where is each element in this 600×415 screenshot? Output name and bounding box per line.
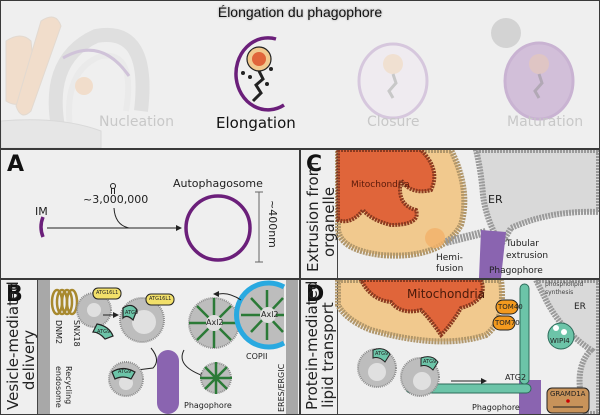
atg9-protein-a [372, 348, 391, 363]
stage-illustrations [1, 16, 575, 148]
tom40-label: TOM40 [498, 303, 523, 311]
hemifusion [425, 228, 445, 248]
panel-a-letter: A [7, 152, 25, 177]
arrow-head-icon [176, 225, 182, 231]
snx18-rings [50, 288, 79, 316]
atg16l1-label-b: ATG16L1 [149, 296, 172, 302]
elongation-illustration [234, 36, 285, 112]
recycling-endosome-label: Recycling endosome [54, 366, 73, 408]
mitochondria-inner [336, 150, 437, 228]
count-label: ~3,000,000 [83, 193, 149, 206]
wipi4 [547, 322, 575, 350]
panel-c-letter: C [306, 152, 323, 177]
tom70-label: TOM70 [495, 319, 520, 327]
autophagosome-circle [184, 194, 252, 262]
atg9-label-b: ATG9 [125, 310, 139, 316]
atg16l1-proteins [92, 287, 175, 306]
panel-d-letter: D [306, 282, 325, 307]
eres-label: ERES/ERGIC [277, 363, 286, 412]
panel-b-diagram [37, 280, 298, 414]
er [472, 150, 599, 251]
stage-label-maturation: Maturation [507, 114, 584, 130]
axl2-label-b: Axl2 [261, 310, 279, 319]
atg9-protein-b [420, 356, 439, 371]
panel-a: A IM ~3,000,000 Autophagosome ~400nm [1, 150, 299, 278]
phospholipid-label: phospholipid synthesis [545, 281, 584, 296]
er-label: ER [574, 302, 586, 312]
hemifusion-label: Hemi- fusion [436, 253, 464, 274]
panel-d-diagram [335, 280, 599, 414]
mitochondria-label: Mitochondria [407, 287, 486, 301]
size-label: ~400nm [266, 200, 279, 248]
panel-b: B Vesicle-mediated delivery [1, 280, 299, 414]
isolation-membrane [39, 216, 45, 238]
atg2-label: ATG2 [505, 373, 527, 382]
stage-label-nucleation: Nucleation [99, 114, 174, 130]
tubular-label: Tubular extrusion [506, 239, 549, 261]
panel-b-letter: B [6, 282, 23, 307]
phagophore [157, 350, 179, 414]
endosome-membrane [38, 280, 50, 414]
dnm2-label: DNM2 [54, 320, 63, 345]
lipid-icon [110, 183, 116, 189]
axl2-label-a: Axl2 [206, 318, 224, 327]
tom70 [492, 315, 516, 331]
wipi4-label: WIPI4 [550, 337, 570, 345]
stage-banner: Élongation du phagophore Nucleation Elon… [1, 1, 599, 148]
atg16l1-label-a: ATG16L1 [96, 290, 119, 296]
phagophore [479, 230, 506, 278]
snx18-label: SNX18 [72, 320, 81, 347]
phagophore-label: Phagophore [184, 401, 232, 410]
panel-c-diagram [335, 150, 599, 278]
panel-a-diagram [39, 183, 263, 263]
copii-label: COPII [246, 352, 268, 361]
mitochondria-inner [358, 280, 485, 339]
stage-label-closure: Closure [367, 114, 420, 130]
closure-illustration [357, 42, 429, 120]
atg9-label-b: ATG9 [423, 359, 437, 365]
stage-label-elongation: Elongation [216, 114, 296, 132]
er-label: ER [488, 193, 503, 206]
atg9-label-a: ATG9 [97, 329, 111, 335]
mitochondria-label: Mitochondria [351, 180, 410, 190]
figure-title: Élongation du phagophore [217, 4, 383, 20]
eres-membrane [286, 280, 298, 414]
atg9-label-c: ATG9 [118, 369, 132, 375]
nucleation-illustration [1, 16, 150, 148]
atg9-proteins [92, 304, 138, 380]
atg9-label-a: ATG9 [375, 351, 389, 357]
panel-d: D Protein-mediated lipid transport Mitoc… [301, 280, 599, 414]
im-label: IM [35, 205, 48, 218]
phagophore-label: Phagophore [472, 403, 520, 412]
phagophore-label: Phagophore [489, 266, 543, 276]
atg2-vertical [519, 283, 530, 385]
gramd1a-label: GRAMD1A [550, 390, 586, 398]
tom40 [495, 299, 519, 315]
maturation-illustration [491, 18, 575, 121]
panel-c: C Extrusion from organelle Mitochondria … [301, 150, 599, 278]
autophagosome-label: Autophagosome [173, 177, 263, 190]
